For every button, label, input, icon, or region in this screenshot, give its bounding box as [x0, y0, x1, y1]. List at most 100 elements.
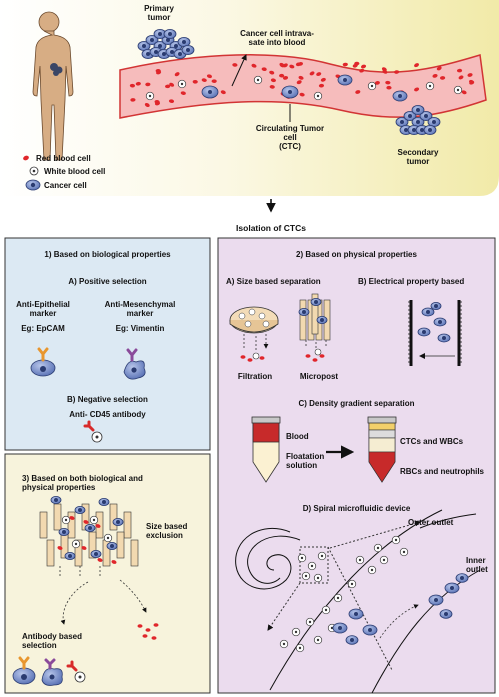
cancer-nucleus — [354, 612, 358, 616]
rbc — [461, 90, 467, 95]
floatation-label: Floatation solution — [286, 452, 325, 470]
wbc-nucleus — [456, 88, 460, 92]
wbc-nucleus — [92, 518, 96, 522]
cancer-nucleus — [78, 508, 82, 512]
excluded-rbcs — [137, 623, 159, 640]
rbc — [220, 90, 226, 95]
inner-outlet-arrow — [379, 604, 419, 639]
electrical-title: B) Electrical property based — [358, 277, 465, 286]
rbc — [469, 80, 475, 85]
rbc — [69, 516, 75, 520]
rbc — [174, 72, 180, 77]
wbc-nucleus — [370, 84, 374, 88]
rbc — [355, 90, 361, 94]
cancer-nucleus — [428, 128, 432, 132]
wbc-nucleus — [394, 538, 398, 542]
rbc — [436, 66, 442, 71]
rbc — [156, 70, 162, 75]
wbc-nucleus — [316, 94, 320, 98]
rbc — [289, 64, 295, 69]
rbc — [458, 75, 464, 80]
rbc — [251, 63, 257, 68]
wbc-nucleus — [106, 536, 110, 540]
rbc — [414, 87, 420, 92]
rbc — [282, 76, 289, 80]
electrode-pair — [408, 300, 462, 366]
positive-selection-title: A) Positive selection — [68, 277, 147, 286]
outer-outlet-label: Outer outlet — [408, 518, 454, 527]
cancer-nucleus — [320, 318, 324, 322]
exclusion-post — [123, 511, 132, 539]
cancer-nucleus — [460, 576, 464, 580]
legend-cancer-label: Cancer cell — [44, 181, 87, 190]
micropost — [299, 299, 307, 341]
exclusion-post — [39, 511, 48, 539]
rbc — [180, 91, 186, 96]
rbc — [154, 101, 161, 106]
rbc — [361, 64, 367, 69]
tumor-in-body-icon — [50, 63, 63, 76]
rbc — [299, 92, 305, 97]
exclusion-post — [109, 503, 118, 531]
vimentin-label: Eg: Vimentin — [115, 324, 165, 333]
rbc — [83, 520, 89, 524]
rbc — [309, 71, 315, 76]
cancer-nucleus — [426, 310, 430, 314]
tube-after — [367, 416, 397, 483]
spiral-cells — [279, 535, 469, 653]
wbc-nucleus — [64, 518, 68, 522]
density-title: C) Density gradient separation — [298, 399, 415, 408]
cancer-nucleus — [450, 586, 454, 590]
rbc — [385, 80, 391, 85]
negative-selection-title: B) Negative selection — [67, 395, 148, 404]
cancer-nucleus — [208, 90, 212, 94]
rbc — [374, 81, 380, 85]
ctc-label: Circulating Tumor cell (CTC) — [255, 124, 325, 151]
cancer-nucleus — [142, 44, 146, 48]
blood-vessel — [119, 54, 487, 119]
cancer-nucleus — [434, 598, 438, 602]
rbc — [130, 98, 136, 102]
wbc-nucleus — [180, 82, 184, 86]
rbc — [261, 67, 267, 72]
exclusion-post — [46, 539, 55, 567]
exclusion-post — [74, 539, 83, 567]
cancer-nucleus — [416, 120, 420, 124]
electrical-cells — [417, 301, 451, 343]
rbc — [201, 78, 207, 82]
cancer-nucleus — [302, 310, 306, 314]
cancer-nucleus — [150, 38, 154, 42]
red-blood-cells-vessel — [129, 61, 475, 107]
filter-membrane — [229, 306, 279, 350]
exclusion-post — [67, 511, 76, 539]
rbc — [81, 546, 87, 550]
rbc — [432, 73, 438, 78]
cancer-nucleus — [432, 120, 436, 124]
micropost-label: Micropost — [299, 372, 339, 381]
vimentin-antibody-cell — [123, 348, 146, 380]
cancer-nucleus — [350, 638, 354, 642]
human-figure — [32, 11, 74, 161]
cancer-nucleus — [88, 526, 92, 530]
cancer-nucleus — [438, 320, 442, 324]
cancer-nucleus — [398, 94, 402, 98]
rbc — [394, 70, 400, 74]
legend-wbc-icon — [29, 166, 39, 176]
rbc-neutrophil-layer-label: RBCs and neutrophils — [400, 467, 485, 476]
rbc — [382, 69, 388, 74]
micropost-flow — [305, 340, 327, 350]
cancer-nucleus — [146, 52, 150, 56]
vessel-cells — [145, 74, 463, 102]
cancer-nucleus — [154, 50, 158, 54]
wbc-nucleus — [308, 620, 312, 624]
intravasate-arrow — [231, 54, 247, 87]
rbc — [279, 62, 285, 67]
ctc-wbc-layer-label: CTCs and WBCs — [400, 437, 464, 446]
exclusion-outflow-arrow — [119, 579, 147, 613]
wbc-nucleus — [282, 642, 286, 646]
cancer-nucleus — [400, 120, 404, 124]
rbc — [296, 80, 302, 85]
isolation-title: Isolation of CTCs — [236, 223, 306, 233]
legend-cancer-cell-icon — [25, 179, 41, 191]
